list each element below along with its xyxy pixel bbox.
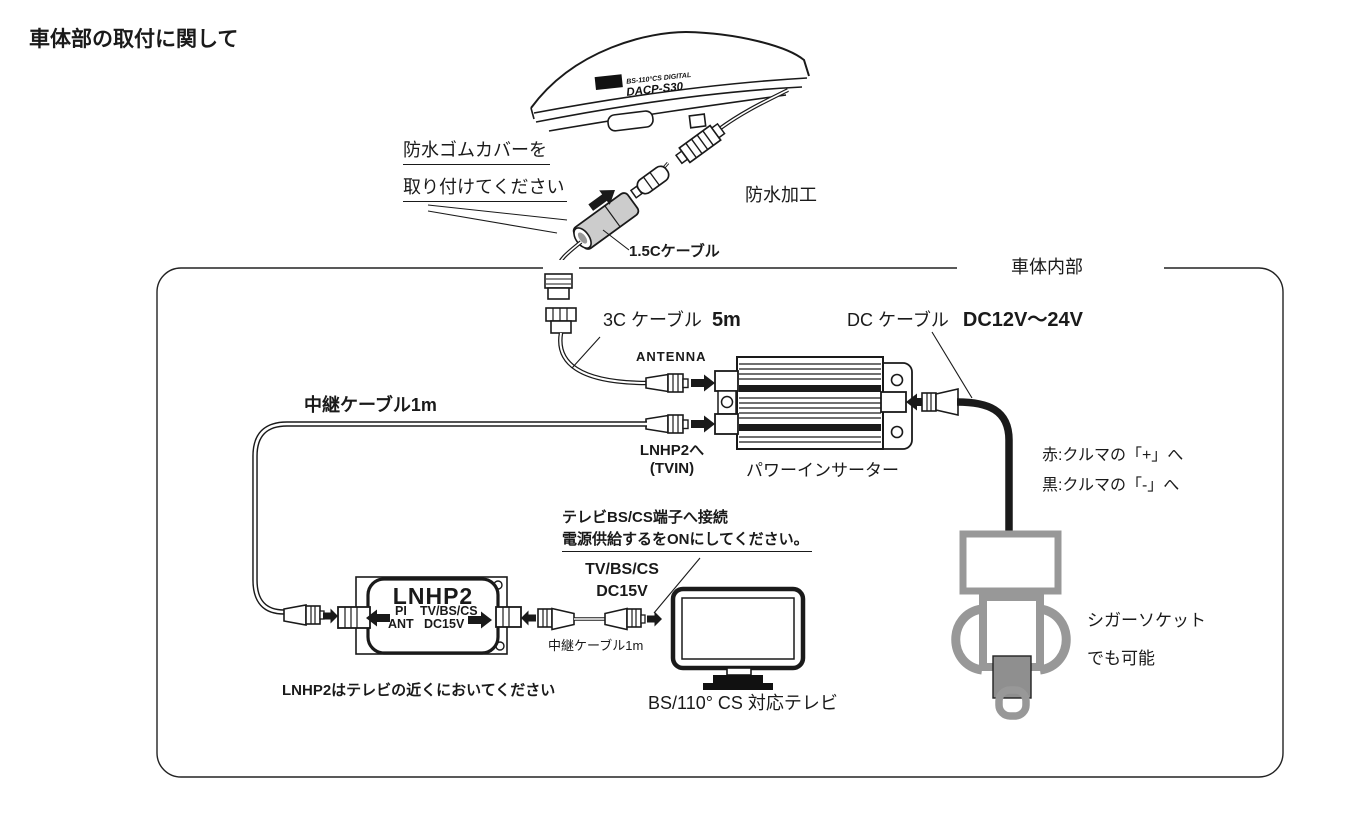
dc-cable-label: DC ケーブル DC12V〜24V — [847, 309, 1083, 332]
tv-input-line2: DC15V — [596, 583, 648, 600]
connector-tvin-end — [645, 414, 689, 434]
cable-connector-b — [629, 165, 670, 199]
cable-15c-label: 1.5Cケーブル — [629, 243, 720, 260]
border-gap-label — [957, 258, 1164, 277]
cable-connector-a — [674, 122, 726, 165]
arrow-into-tvin-port — [691, 415, 715, 433]
pointer-lines — [427, 204, 973, 614]
antenna-port — [714, 370, 739, 392]
cable-3c-label: 3C ケーブル 5m — [603, 309, 741, 332]
dc-cable-text: DC ケーブル — [847, 310, 949, 330]
arrow-into-tv — [647, 611, 662, 627]
waterproof-finish-label: 防水加工 — [745, 185, 817, 205]
relay-cable-short — [537, 607, 646, 631]
waterproof-note-line1: 防水ゴムカバーを — [403, 140, 550, 165]
antenna-model-label: BS-110°CS DIGITAL DACP-S30 — [594, 71, 692, 99]
lnhp2-port-pi: PI — [395, 604, 407, 618]
cigar-socket-body — [959, 530, 1062, 595]
relay-cable-label: 中継ケーブル1m — [304, 395, 437, 415]
plug-15c-end — [544, 273, 573, 300]
cigar-socket — [951, 530, 1071, 720]
lnhp2-name: LNHP2 — [392, 583, 474, 609]
dc-cable — [956, 398, 1013, 535]
car-interior-label: 車体内部 — [1011, 257, 1083, 277]
slide-direction-arrow — [588, 190, 615, 211]
power-inserter — [714, 356, 913, 450]
cable-3c — [558, 332, 649, 386]
cigar-socket-label-line1: シガーソケット — [1087, 611, 1206, 630]
connector-3c-end — [645, 373, 689, 393]
waterproof-rubber-cover — [572, 192, 640, 250]
lnhp2-port-tv: TV/BS/CS — [420, 604, 478, 618]
wire-black-label: 黒:クルマの「-」へ — [1042, 477, 1180, 494]
antenna-label-model: DACP-S30 — [626, 81, 684, 99]
power-inserter-caption: パワーインサーター — [746, 461, 899, 480]
border-gap-cable — [543, 260, 579, 275]
relay-cable-short-label: 中継ケーブル1m — [548, 638, 644, 653]
lnhp2-left-port — [337, 606, 371, 629]
arrow-into-antenna-port — [691, 374, 715, 392]
waterproof-note-line2: 取り付けてください — [403, 177, 568, 202]
arrow-into-dc-port — [906, 393, 930, 411]
dc-port — [880, 391, 907, 413]
arrow-into-lnhp2-left — [323, 608, 338, 624]
cable-3c-length: 5m — [711, 309, 741, 331]
connector-3c-top — [545, 307, 577, 334]
connector-dc — [921, 387, 959, 417]
tv-note-line1: テレビBS/CS端子へ接続 — [562, 509, 728, 526]
tv-note-line2: 電源供給するをONにしてください。 — [562, 531, 812, 553]
car-interior-enclosure — [156, 267, 1284, 778]
lnhp2-port-dc: DC15V — [424, 617, 465, 631]
lnhp2-placement-note: LNHP2はテレビの近くにおいてください — [282, 682, 556, 699]
arrow-into-lnhp2-right — [521, 610, 536, 626]
antenna-port-label: ANTENNA — [636, 349, 707, 364]
cable-3c-text: 3C ケーブル — [603, 310, 702, 330]
lnhp2-arrow-right — [468, 611, 492, 629]
lnhp2-arrow-left — [366, 609, 390, 627]
connector-into-lnhp2 — [283, 604, 325, 626]
relay-cable-1m — [252, 421, 647, 615]
lnhp2-port-ant: ANT — [388, 617, 414, 631]
wire-red-label: 赤:クルマの「+」へ — [1042, 447, 1184, 464]
page-title: 車体部の取付に関して — [29, 28, 239, 51]
tvin-port — [714, 413, 739, 435]
tvin-label-line2: (TVIN) — [649, 460, 695, 477]
dc-voltage: DC12V〜24V — [962, 309, 1083, 331]
tv-input-line1: TV/BS/CS — [585, 561, 659, 578]
antenna-dome: BS-110°CS DIGITAL DACP-S30 — [530, 30, 810, 132]
antenna-cable-15c — [716, 88, 789, 132]
tv-monitor — [670, 586, 806, 690]
cigar-socket-label-line2: でも可能 — [1087, 649, 1155, 668]
tvin-label-line1: LNHP2へ — [639, 442, 705, 459]
tv-caption: BS/110° CS 対応テレビ — [648, 693, 838, 713]
